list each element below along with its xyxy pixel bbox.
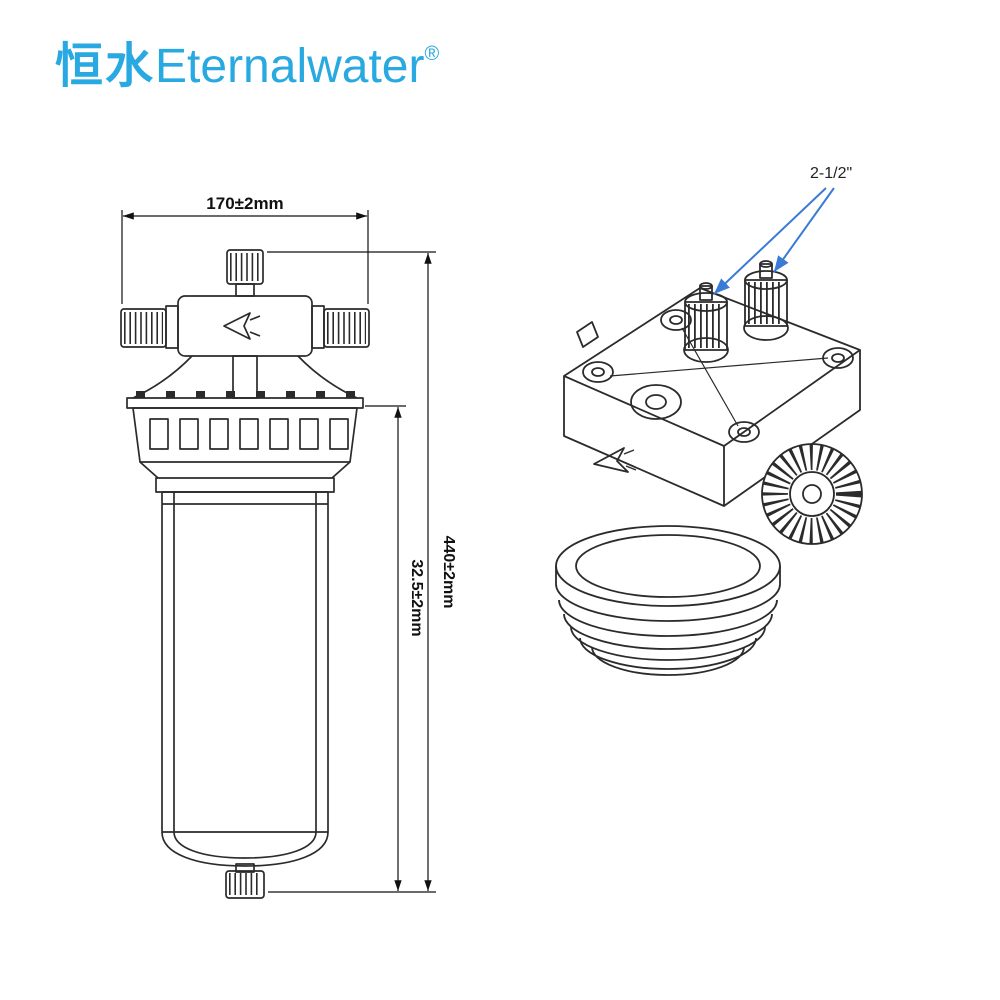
iso-top-port-rear bbox=[743, 260, 789, 341]
dimension-annotations: 170±2mm 440±2mm 32.5±2mm bbox=[121, 194, 457, 893]
filter-head bbox=[177, 295, 313, 357]
inlet-port bbox=[120, 305, 179, 349]
leader-arrow-front-port bbox=[713, 187, 827, 295]
iso-flow-arrow-icon bbox=[593, 447, 629, 473]
leader-arrow-rear-port bbox=[773, 187, 835, 273]
port-size-label: 2-1/2" bbox=[810, 165, 852, 182]
outlet-port bbox=[311, 305, 370, 349]
width-dimension-label: 170±2mm bbox=[206, 194, 283, 213]
inner-height-dimension: 32.5±2mm bbox=[365, 405, 425, 891]
drain-cap bbox=[225, 863, 265, 899]
brand-logo-chinese: 恒水 bbox=[55, 40, 156, 93]
total-height-dimension-label: 440±2mm bbox=[440, 536, 457, 609]
iso-top-port-front bbox=[683, 282, 729, 363]
width-dimension: 170±2mm bbox=[121, 194, 369, 304]
flow-arrow-tail bbox=[249, 315, 261, 337]
total-height-dimension: 440±2mm bbox=[267, 251, 457, 893]
inner-height-dimension-label: 32.5±2mm bbox=[408, 559, 425, 636]
flange bbox=[126, 391, 364, 409]
registered-trademark-icon: ® bbox=[424, 43, 440, 65]
brand-logo-english: Eternalwater bbox=[155, 40, 425, 93]
vent-cap bbox=[226, 249, 264, 297]
iso-bottom-collar bbox=[555, 525, 781, 676]
iso-side-nut bbox=[761, 443, 863, 545]
port-size-callout: 2-1/2" bbox=[713, 165, 852, 295]
iso-view-drawing bbox=[555, 260, 863, 676]
brand-logo: 恒水Eternalwater® bbox=[55, 26, 439, 96]
housing-body bbox=[161, 491, 329, 867]
locking-ring bbox=[132, 407, 358, 493]
flow-arrow-icon bbox=[223, 312, 251, 340]
front-view-drawing bbox=[120, 249, 370, 899]
